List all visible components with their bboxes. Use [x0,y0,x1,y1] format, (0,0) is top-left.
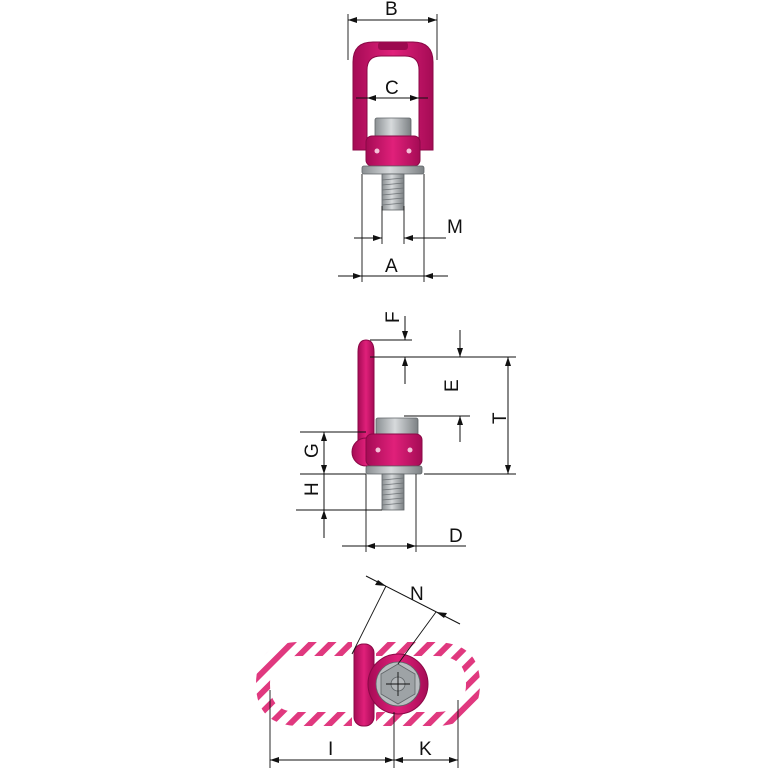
side-washer [365,465,423,475]
dimension-label-g: G [302,443,323,458]
dimension-label-e: E [442,379,463,392]
side-lifting-bow [357,339,375,459]
dimension-label-i: I [328,739,333,760]
dimension-label-h: H [302,482,323,496]
front-bow-highlight [378,42,408,50]
front-view: B C M A [338,0,463,282]
side-pin-dot [375,447,381,453]
dimension-label-f: F [383,311,404,323]
dimension-label-m: M [447,217,463,238]
dimension-label-a: A [385,256,398,277]
side-view: F E T G H D [296,311,516,552]
dimension-label-t: T [490,412,511,424]
front-washer [361,165,425,175]
top-view: N I K [256,575,480,768]
dimension-label-n: N [410,584,424,605]
dimension-label-b: B [385,0,398,20]
side-pin-dot [407,447,413,453]
side-threaded-stud [381,473,405,511]
side-swivel-body [365,433,423,467]
front-hex-nut [374,117,412,139]
dimension-label-c: C [385,78,399,99]
dimension-label-d: D [449,526,463,547]
front-pin-dot [406,148,412,154]
front-swivel-body [365,135,421,167]
front-pin-dot [374,148,380,154]
dimension-label-k: K [419,739,432,760]
front-threaded-stud [381,173,405,211]
